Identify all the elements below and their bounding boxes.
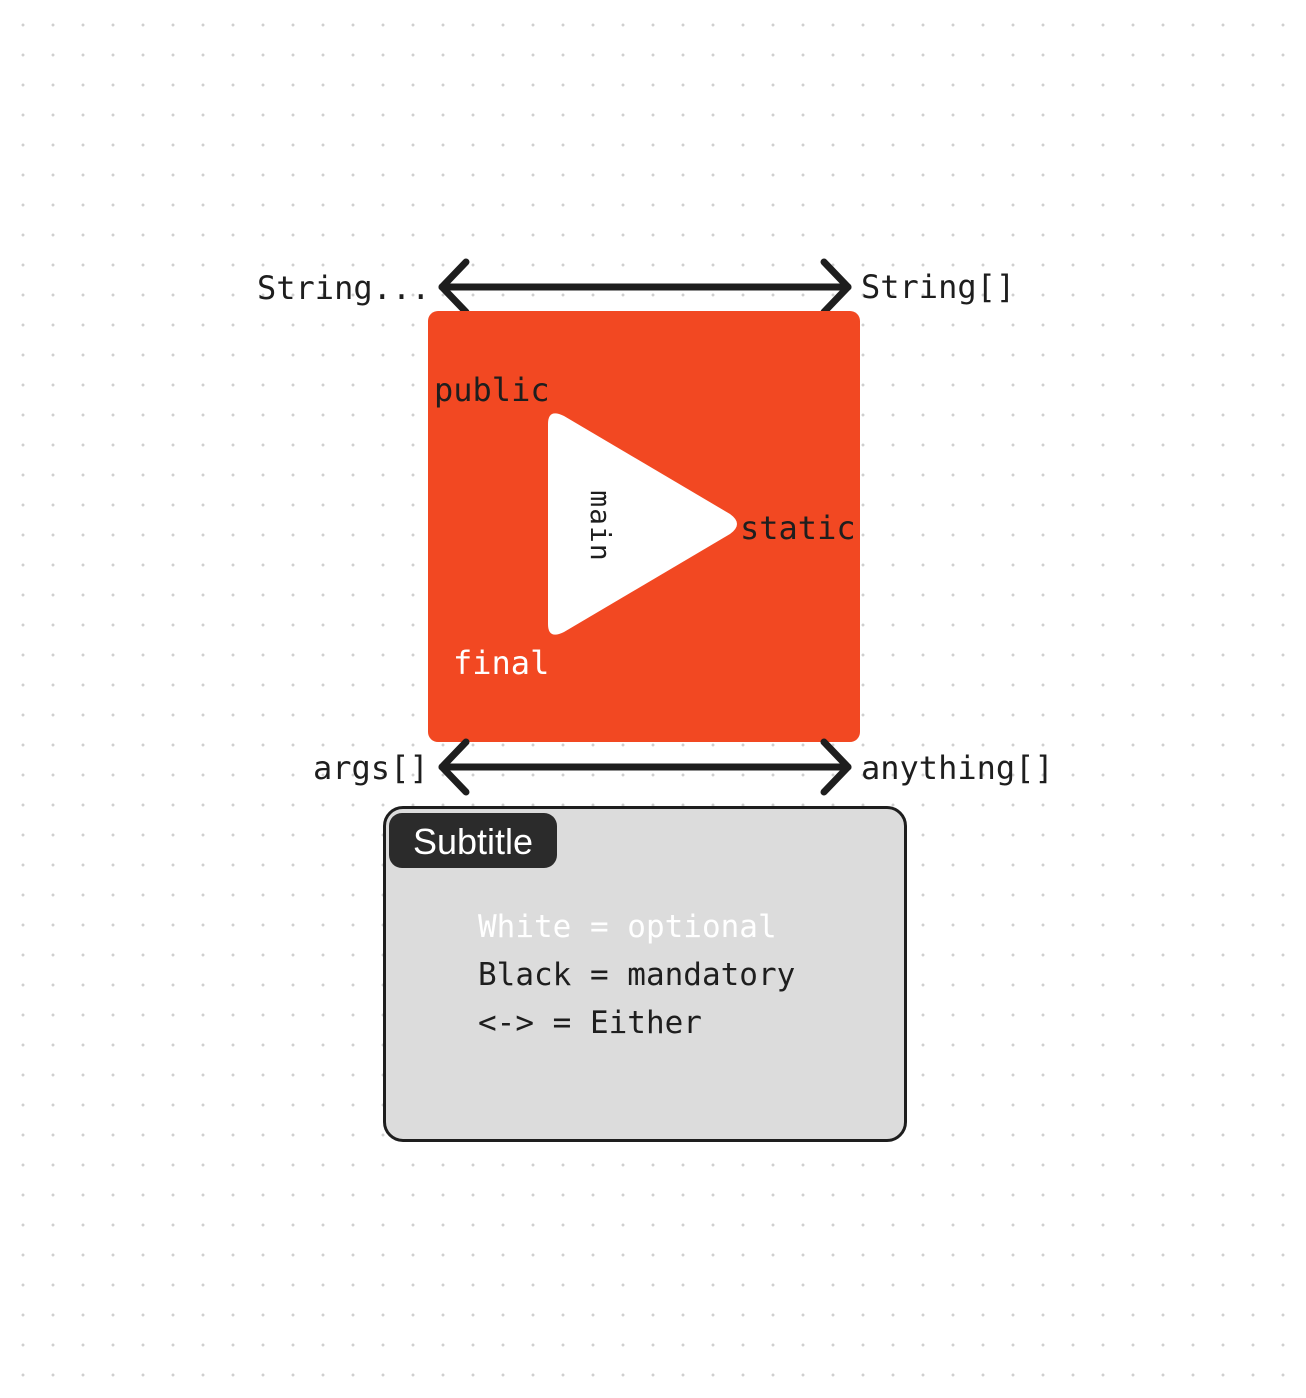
label-static: static [740, 509, 856, 547]
legend-line-either: <-> = Either [478, 1005, 702, 1041]
label-string-array: String[] [861, 268, 1016, 306]
legend-line-optional: White = optional [478, 909, 777, 945]
legend-line-mandatory: Black = mandatory [478, 957, 796, 993]
top-double-arrow [438, 258, 852, 316]
label-anything-array: anything[] [861, 749, 1054, 787]
bottom-double-arrow [438, 738, 852, 796]
label-args-array: args[] [313, 749, 429, 787]
label-final: final [453, 644, 550, 682]
label-main: main [584, 490, 617, 562]
subtitle-badge: Subtitle [389, 813, 557, 868]
label-public: public [434, 371, 550, 409]
play-triangle-icon [548, 413, 737, 635]
label-string-varargs: String... [257, 269, 431, 307]
